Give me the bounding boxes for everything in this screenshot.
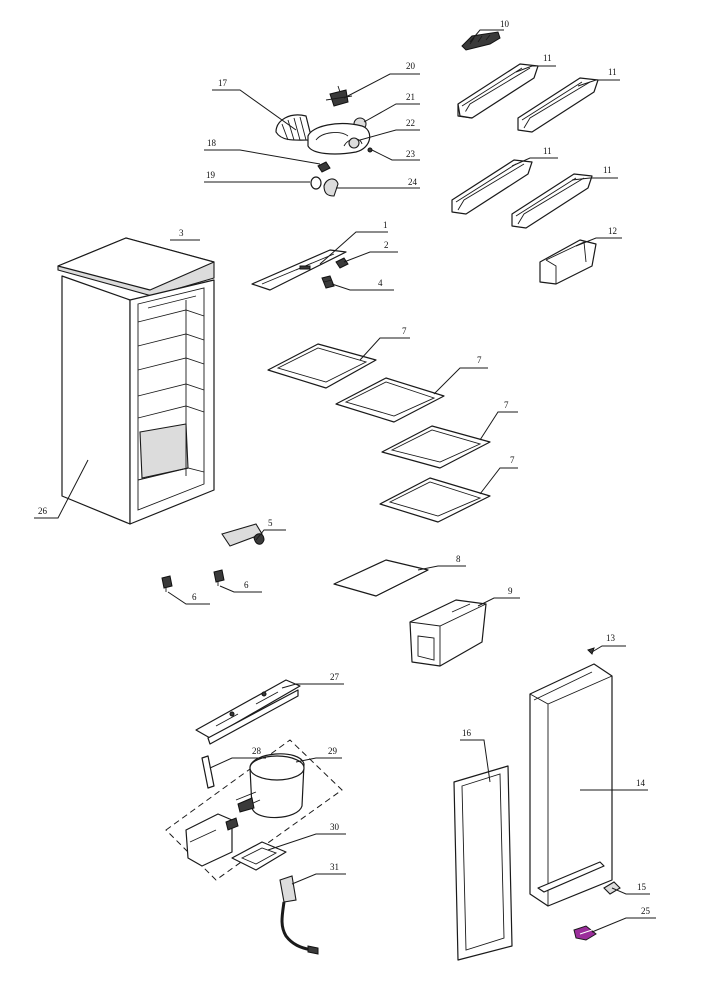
part-8-crisper-cover bbox=[333, 559, 429, 597]
part-7-shelf-a bbox=[267, 343, 377, 389]
part-23-screw bbox=[367, 147, 373, 153]
part-28-pipe bbox=[201, 755, 215, 789]
callout-11: 11 bbox=[603, 165, 612, 175]
callout-2: 2 bbox=[384, 240, 389, 250]
callout-15: 15 bbox=[637, 882, 647, 892]
part-20-thermostat bbox=[325, 85, 353, 107]
callout-28: 28 bbox=[252, 746, 262, 756]
callout-1: 1 bbox=[383, 220, 388, 230]
callout-7: 7 bbox=[402, 326, 407, 336]
part-12-bottle-holder bbox=[539, 239, 597, 285]
part-7-shelf-b bbox=[335, 377, 445, 423]
callout-5: 5 bbox=[268, 518, 273, 528]
callout-6: 6 bbox=[244, 580, 249, 590]
callout-4: 4 bbox=[378, 278, 383, 288]
callout-23: 23 bbox=[406, 149, 416, 159]
callout-11: 11 bbox=[543, 53, 552, 63]
part-19-lamp-bulb bbox=[310, 176, 322, 190]
part-6-foot-left bbox=[161, 575, 173, 592]
part-31-power-cord bbox=[279, 875, 319, 955]
callout-30: 30 bbox=[330, 822, 340, 832]
part-4-hinge-bracket bbox=[321, 275, 335, 289]
callout-24: 24 bbox=[408, 177, 418, 187]
part-27-compressor-bracket bbox=[195, 679, 301, 745]
part-25-hinge-bush bbox=[573, 925, 597, 941]
part-9-crisper-drawer bbox=[409, 599, 487, 667]
part-26-cabinet bbox=[57, 237, 215, 525]
callout-13: 13 bbox=[606, 633, 616, 643]
callout-3: 3 bbox=[179, 228, 184, 238]
callout-16: 16 bbox=[462, 728, 472, 738]
part-24-lamp-holder bbox=[323, 178, 339, 197]
callout-7: 7 bbox=[510, 455, 515, 465]
part-2-rail-clip bbox=[335, 257, 349, 269]
part-6-foot-right bbox=[213, 569, 225, 586]
callout-19: 19 bbox=[206, 170, 216, 180]
part-11-door-balcony-d bbox=[511, 173, 593, 229]
callout-10: 10 bbox=[500, 19, 510, 29]
callout-17: 17 bbox=[218, 78, 228, 88]
part-18-switch bbox=[317, 161, 331, 173]
callout-29: 29 bbox=[328, 746, 338, 756]
part-22-control-housing bbox=[307, 123, 371, 155]
part-1-top-hinge-rail bbox=[251, 249, 347, 291]
callout-9: 9 bbox=[508, 586, 513, 596]
callout-12: 12 bbox=[608, 226, 617, 236]
callout-11: 11 bbox=[543, 146, 552, 156]
callout-14: 14 bbox=[636, 778, 646, 788]
callout-21: 21 bbox=[406, 92, 415, 102]
callout-8: 8 bbox=[456, 554, 461, 564]
callout-7: 7 bbox=[504, 400, 509, 410]
callout-22: 22 bbox=[406, 118, 415, 128]
part-5-lower-hinge bbox=[221, 523, 265, 547]
callout-26: 26 bbox=[38, 506, 48, 516]
callout-31: 31 bbox=[330, 862, 339, 872]
part-10-hinge-cover bbox=[461, 31, 501, 51]
leader-lines bbox=[34, 29, 656, 933]
part-7-shelf-c bbox=[381, 425, 491, 469]
callout-25: 25 bbox=[641, 906, 651, 916]
callout-11: 11 bbox=[608, 67, 617, 77]
part-17-lamp-cover-grille bbox=[275, 114, 313, 141]
callout-20: 20 bbox=[406, 61, 416, 71]
callout-6: 6 bbox=[192, 592, 197, 602]
callout-labels: 10 11 11 11 11 12 17 20 21 22 23 18 19 2… bbox=[38, 19, 651, 916]
part-29-compressor-assembly bbox=[165, 739, 343, 881]
part-14-door bbox=[529, 663, 613, 907]
part-7-shelf-d bbox=[379, 477, 491, 523]
part-11-door-balcony-a bbox=[457, 63, 539, 119]
callout-18: 18 bbox=[207, 138, 217, 148]
part-16-door-gasket bbox=[453, 765, 513, 961]
part-11-door-balcony-c bbox=[451, 159, 533, 215]
part-11-door-balcony-b bbox=[517, 77, 599, 133]
callout-27: 27 bbox=[330, 672, 340, 682]
callout-7: 7 bbox=[477, 355, 482, 365]
